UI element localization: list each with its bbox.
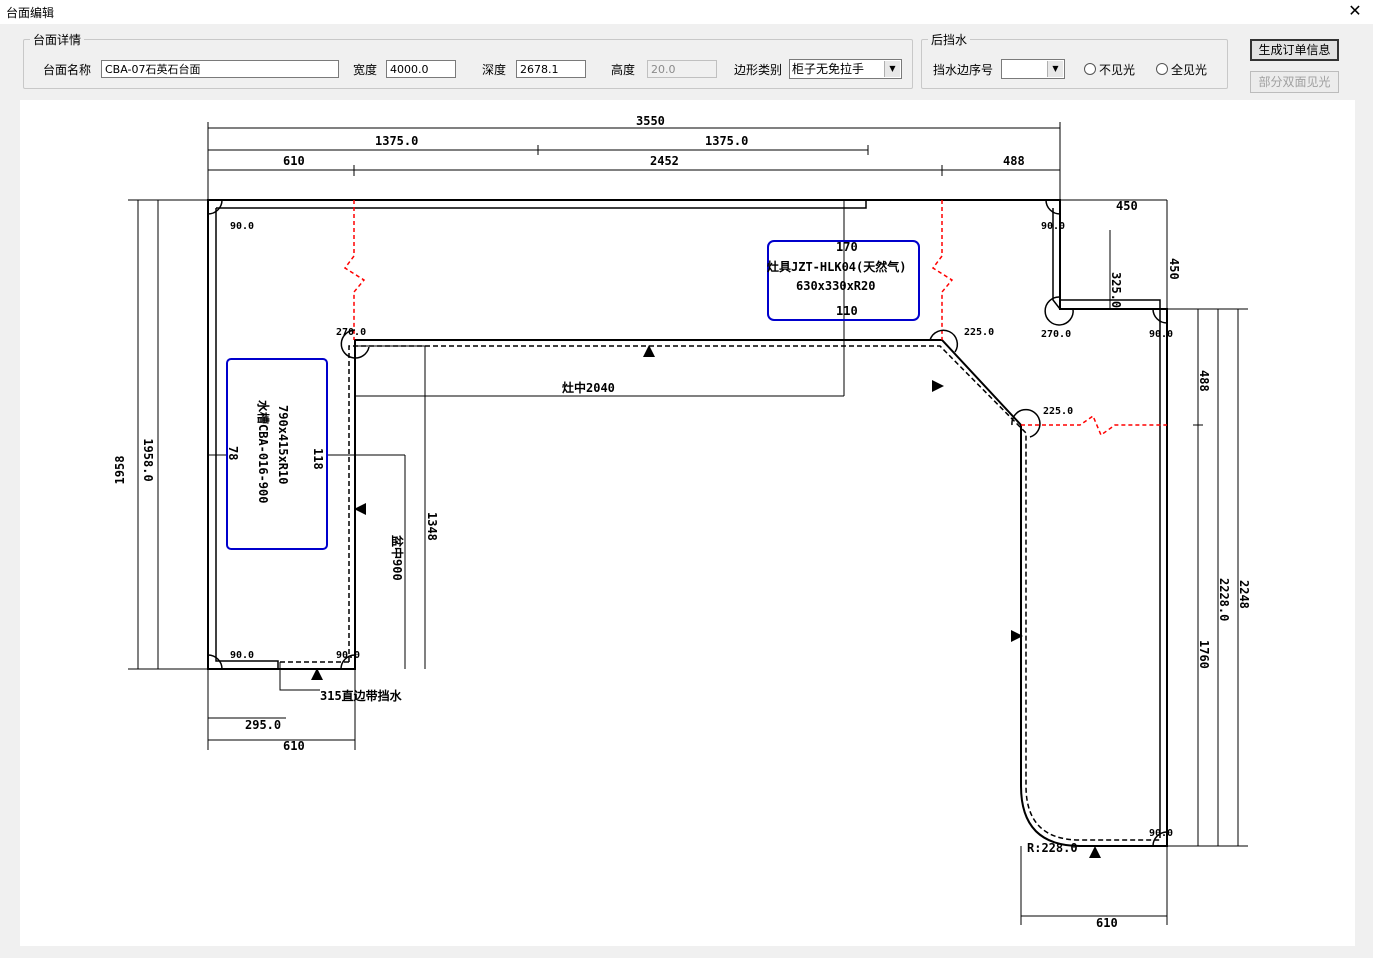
details-group: 台面详情 <box>23 31 913 89</box>
width-input[interactable] <box>386 60 456 78</box>
height-label: 高度 <box>611 63 636 77</box>
sink-fixture <box>226 358 328 550</box>
angle-bl-inner: 90.0 <box>336 650 360 661</box>
radio-circle-icon[interactable] <box>1084 63 1096 75</box>
dim-right-top-width: 450 <box>1116 199 1138 213</box>
sink-center-label: 盆中900 <box>390 534 405 581</box>
angle-bend1: 225.0 <box>964 327 994 338</box>
stove-bottom-gap: 110 <box>836 304 858 318</box>
dim-left-outer: 1958 <box>113 456 127 485</box>
edge-select[interactable]: 柜子无免拉手 ▼ <box>789 59 902 79</box>
partial-visible-button: 部分双面见光 <box>1250 71 1339 93</box>
height-input <box>647 60 717 78</box>
edge-select-value: 柜子无免拉手 <box>792 62 865 76</box>
angle-inner-tl: 270.0 <box>336 327 366 338</box>
name-label: 台面名称 <box>43 63 92 77</box>
dim-side-b: 2248 <box>1237 580 1251 609</box>
stove-center-label: 灶中2040 <box>562 380 615 395</box>
dimension-lines <box>128 122 1248 925</box>
dim-bottom-b: 610 <box>283 739 305 753</box>
close-icon[interactable]: ✕ <box>1348 1 1362 20</box>
dim-half-right: 1375.0 <box>705 134 748 148</box>
seq-label: 挡水边序号 <box>933 63 994 77</box>
width-label: 宽度 <box>353 63 378 77</box>
drawing-canvas[interactable]: 3550 1375.0 1375.0 610 2452 488 450 325.… <box>20 100 1355 946</box>
stove-top-gap: 170 <box>836 240 858 254</box>
radio-full[interactable]: 全见光 <box>1156 61 1207 78</box>
stove-label-line2: 630x330xR20 <box>796 279 875 293</box>
backsplash-note: 315直边带挡水 <box>320 688 403 703</box>
angle-tr: 90.0 <box>1041 221 1065 232</box>
sink-label-line2: 790x415xR10 <box>276 405 290 484</box>
backsplash-group: 后挡水 <box>921 31 1228 89</box>
cut-lines <box>343 200 1167 437</box>
details-legend: 台面详情 <box>30 31 85 48</box>
dim-notch-height: 450 <box>1167 258 1181 280</box>
radio-invisible[interactable]: 不见光 <box>1084 61 1135 78</box>
countertop-outline <box>207 199 1168 847</box>
dim-right: 488 <box>1003 154 1025 168</box>
backsplash-dashed <box>280 345 1160 841</box>
countertop-drawing: 3550 1375.0 1375.0 610 2452 488 450 325.… <box>113 114 1251 930</box>
sink-right-gap: 118 <box>311 448 325 470</box>
dim-left-inner: 1958.0 <box>141 438 155 481</box>
stove-fixture <box>767 240 920 321</box>
dim-bottom-width: 610 <box>1096 916 1118 930</box>
dim-bottom-a: 295.0 <box>245 718 281 732</box>
seq-select[interactable]: ▼ <box>1001 59 1065 79</box>
depth-label: 深度 <box>482 63 507 77</box>
dim-left: 610 <box>283 154 305 168</box>
corner-arcs <box>207 199 1168 847</box>
dim-total-width: 3550 <box>636 114 665 128</box>
title-bar: 台面编辑 ✕ <box>0 0 1373 24</box>
dim-1348: 1348 <box>425 512 439 541</box>
dim-notch-depth: 325.0 <box>1109 272 1123 308</box>
depth-input[interactable] <box>516 60 586 78</box>
dim-seg-b: 1760 <box>1197 640 1211 669</box>
sink-label-line1: 水槽CBA-016-900 <box>256 400 271 503</box>
radio-full-label: 全见光 <box>1171 63 1208 77</box>
radio-circle-icon[interactable] <box>1156 63 1168 75</box>
dim-half-left: 1375.0 <box>375 134 418 148</box>
angle-inner-tr: 270.0 <box>1041 329 1071 340</box>
angle-br: 90.0 <box>1149 828 1173 839</box>
stove-label-line1: 灶具JZT-HLK04(天然气) <box>767 259 906 274</box>
dim-side-a: 2228.0 <box>1217 578 1231 621</box>
angle-bend2: 225.0 <box>1043 406 1073 417</box>
angle-tr-outer: 90.0 <box>1149 329 1173 340</box>
direction-markers <box>311 345 1101 858</box>
angle-tl: 90.0 <box>230 221 254 232</box>
dim-radius: R:228.0 <box>1027 841 1078 855</box>
chevron-down-icon[interactable]: ▼ <box>884 61 900 77</box>
edge-label: 边形类别 <box>734 63 783 77</box>
name-input[interactable] <box>101 60 339 78</box>
window-title: 台面编辑 <box>6 6 55 20</box>
backsplash-legend: 后挡水 <box>928 31 971 48</box>
angle-bl: 90.0 <box>230 650 254 661</box>
generate-order-button[interactable]: 生成订单信息 <box>1250 39 1339 61</box>
chevron-down-icon[interactable]: ▼ <box>1047 61 1063 77</box>
sink-left-gap: 78 <box>226 446 240 460</box>
dim-seg-a: 488 <box>1197 370 1211 392</box>
radio-invisible-label: 不见光 <box>1099 63 1136 77</box>
dim-mid: 2452 <box>650 154 679 168</box>
